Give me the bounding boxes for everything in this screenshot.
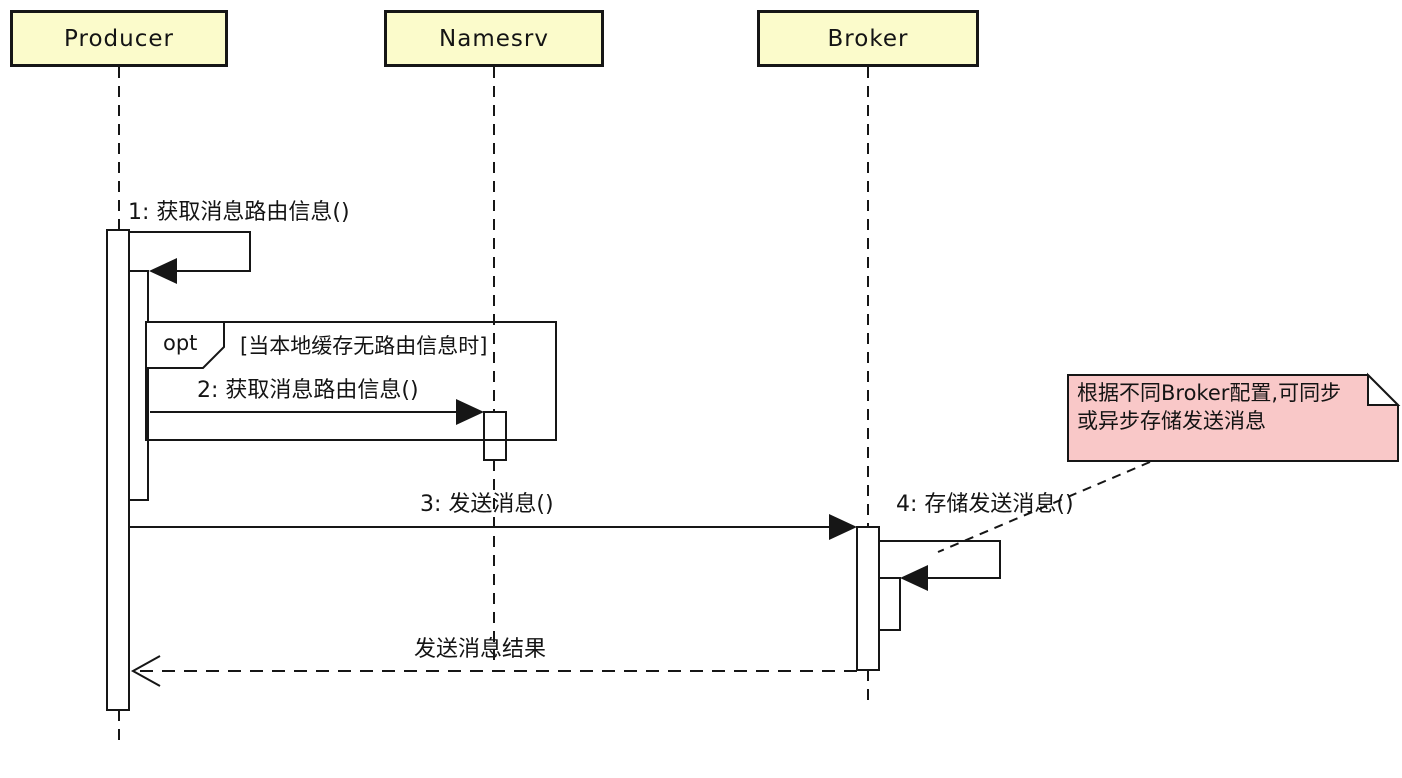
activation-producer-main bbox=[106, 229, 130, 711]
participant-label-producer: Producer bbox=[64, 25, 174, 52]
message-1-self-arrow bbox=[129, 231, 251, 284]
note-text-line1: 根据不同Broker配置,可同步 bbox=[1077, 381, 1342, 405]
return-message-arrow bbox=[130, 655, 857, 687]
participant-box-broker: Broker bbox=[757, 10, 979, 67]
participant-label-broker: Broker bbox=[827, 25, 909, 52]
opt-fragment-border bbox=[145, 321, 557, 441]
message-1-arrowhead bbox=[149, 258, 177, 284]
activation-broker-main bbox=[856, 526, 880, 671]
message-3-label: 3: 发送消息() bbox=[420, 492, 554, 517]
activation-producer-nested bbox=[128, 270, 149, 501]
note-connector bbox=[937, 461, 1151, 553]
participant-label-namesrv: Namesrv bbox=[439, 25, 549, 52]
activation-broker-nested bbox=[878, 577, 901, 631]
opt-operator-label: opt bbox=[163, 331, 198, 355]
participant-box-namesrv: Namesrv bbox=[384, 10, 604, 67]
return-message-arrowhead bbox=[130, 655, 161, 687]
message-3-arrow bbox=[129, 514, 857, 540]
note-text: 根据不同Broker配置,可同步 或异步存储发送消息 bbox=[1077, 379, 1387, 435]
message-4-arrowhead bbox=[900, 565, 928, 591]
note-box bbox=[1067, 374, 1399, 462]
message-2-arrowhead bbox=[456, 399, 484, 425]
opt-operator-pentagon bbox=[145, 321, 225, 369]
activation-namesrv bbox=[483, 411, 507, 461]
message-1-label: 1: 获取消息路由信息() bbox=[128, 200, 350, 225]
participant-box-producer: Producer bbox=[10, 10, 228, 67]
opt-guard-label: [当本地缓存无路由信息时] bbox=[240, 334, 488, 358]
note-text-line2: 或异步存储发送消息 bbox=[1077, 409, 1266, 433]
message-3-arrowhead bbox=[829, 514, 857, 540]
message-2-arrow bbox=[150, 399, 484, 425]
message-4-self-arrow bbox=[879, 540, 1001, 591]
return-message-label: 发送消息结果 bbox=[414, 637, 547, 662]
note-fold-icon bbox=[1367, 372, 1401, 406]
message-2-label: 2: 获取消息路由信息() bbox=[197, 378, 419, 403]
message-4-label: 4: 存储发送消息() bbox=[896, 492, 1074, 517]
